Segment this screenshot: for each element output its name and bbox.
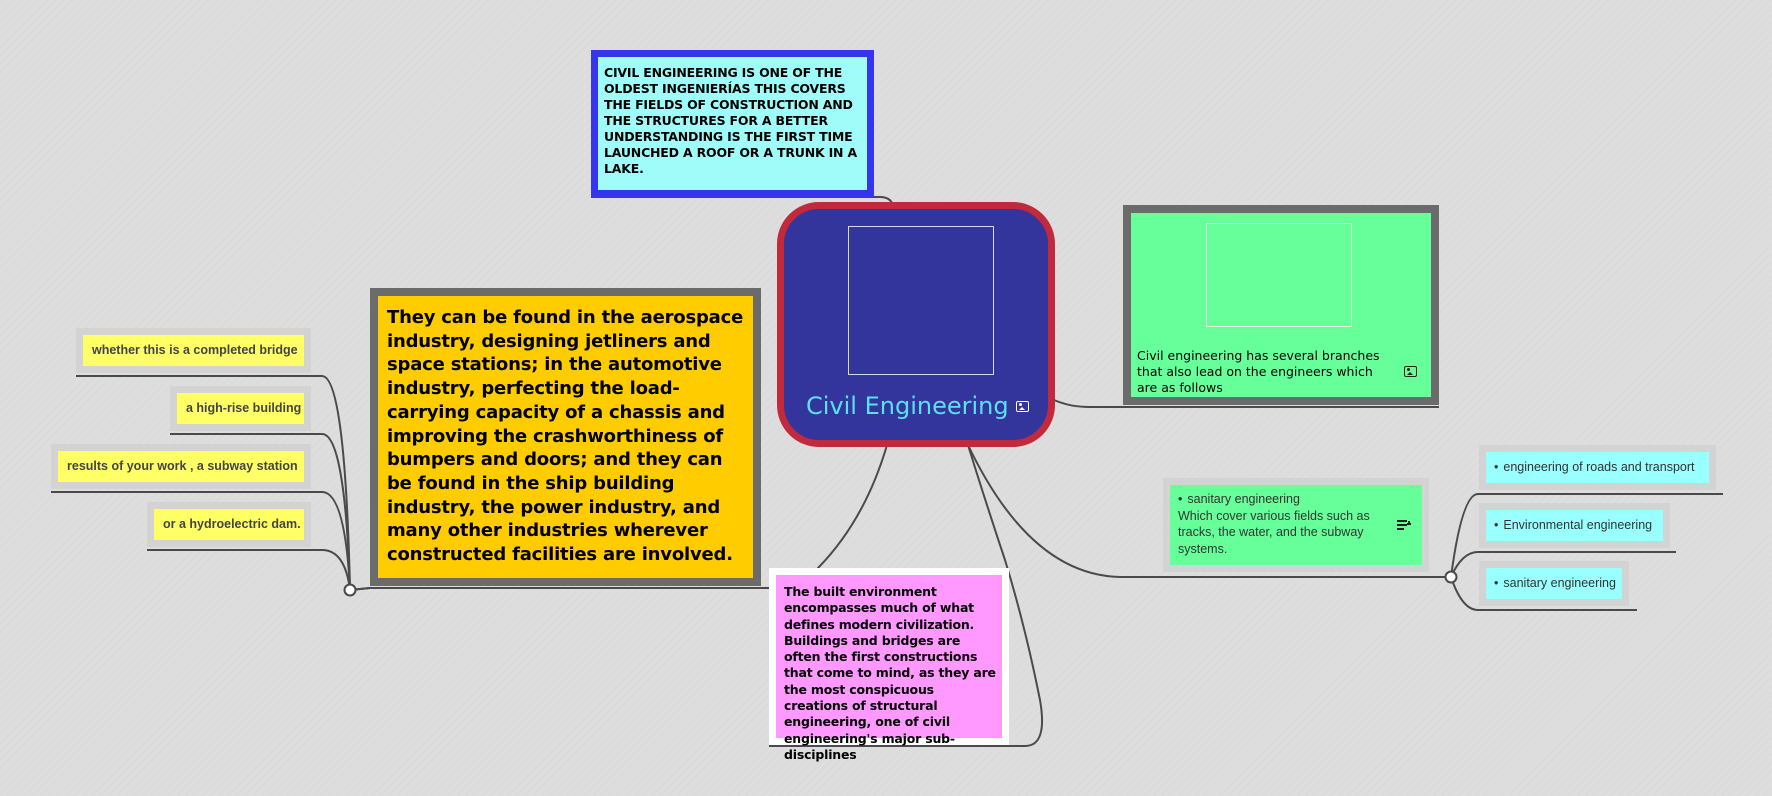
branch-label: engineering of roads and transport <box>1503 460 1695 474</box>
connector-branches-note <box>1053 399 1439 408</box>
sanitary-note-body: Which cover various fields such as track… <box>1178 508 1370 556</box>
central-topic[interactable]: Civil Engineering <box>777 202 1055 447</box>
branch-label: sanitary engineering <box>1503 576 1616 590</box>
central-image-placeholder <box>848 226 994 375</box>
built-environment-note[interactable]: The built environment encompasses much o… <box>769 568 1009 762</box>
example-subway-station[interactable]: results of your work , a subway station <box>51 444 311 489</box>
industries-note[interactable]: They can be found in the aerospace indus… <box>370 288 761 586</box>
example-hydroelectric-dam[interactable]: or a hydroelectric dam. <box>147 502 311 547</box>
connector-pink-note <box>769 444 1044 747</box>
branch-label: Environmental engineering <box>1503 518 1653 532</box>
central-topic-title: Civil Engineering <box>806 392 1009 420</box>
connector-example-4 <box>147 549 351 591</box>
hub-node-left <box>343 583 357 597</box>
image-icon[interactable] <box>1016 401 1029 412</box>
connector-branch-1 <box>1450 493 1723 578</box>
branch-environmental[interactable]: Environmental engineering <box>1479 503 1670 548</box>
branches-image-placeholder <box>1206 223 1352 327</box>
sanitary-engineering-note[interactable]: sanitary engineering Which cover various… <box>1163 478 1429 572</box>
connector-branch-hub <box>967 444 1451 578</box>
example-completed-bridge[interactable]: whether this is a completed bridge <box>76 328 311 373</box>
hub-node-right <box>1444 570 1458 584</box>
connector-branch-3 <box>1450 576 1637 611</box>
notes-icon[interactable] <box>1397 519 1411 531</box>
image-icon[interactable] <box>1404 366 1417 377</box>
example-high-rise-building[interactable]: a high-rise building <box>170 386 311 431</box>
connector-example-3 <box>51 491 351 591</box>
branch-roads-transport[interactable]: engineering of roads and transport <box>1479 445 1716 490</box>
sanitary-note-title: sanitary engineering <box>1178 491 1414 508</box>
branches-note-text: Civil engineering has several branches t… <box>1137 348 1380 395</box>
connector-example-2 <box>170 433 351 591</box>
branches-note[interactable]: Civil engineering has several branches t… <box>1123 205 1439 405</box>
branch-sanitary[interactable]: sanitary engineering <box>1479 561 1629 606</box>
history-note[interactable]: CIVIL ENGINEERING IS ONE OF THE OLDEST I… <box>591 50 874 197</box>
